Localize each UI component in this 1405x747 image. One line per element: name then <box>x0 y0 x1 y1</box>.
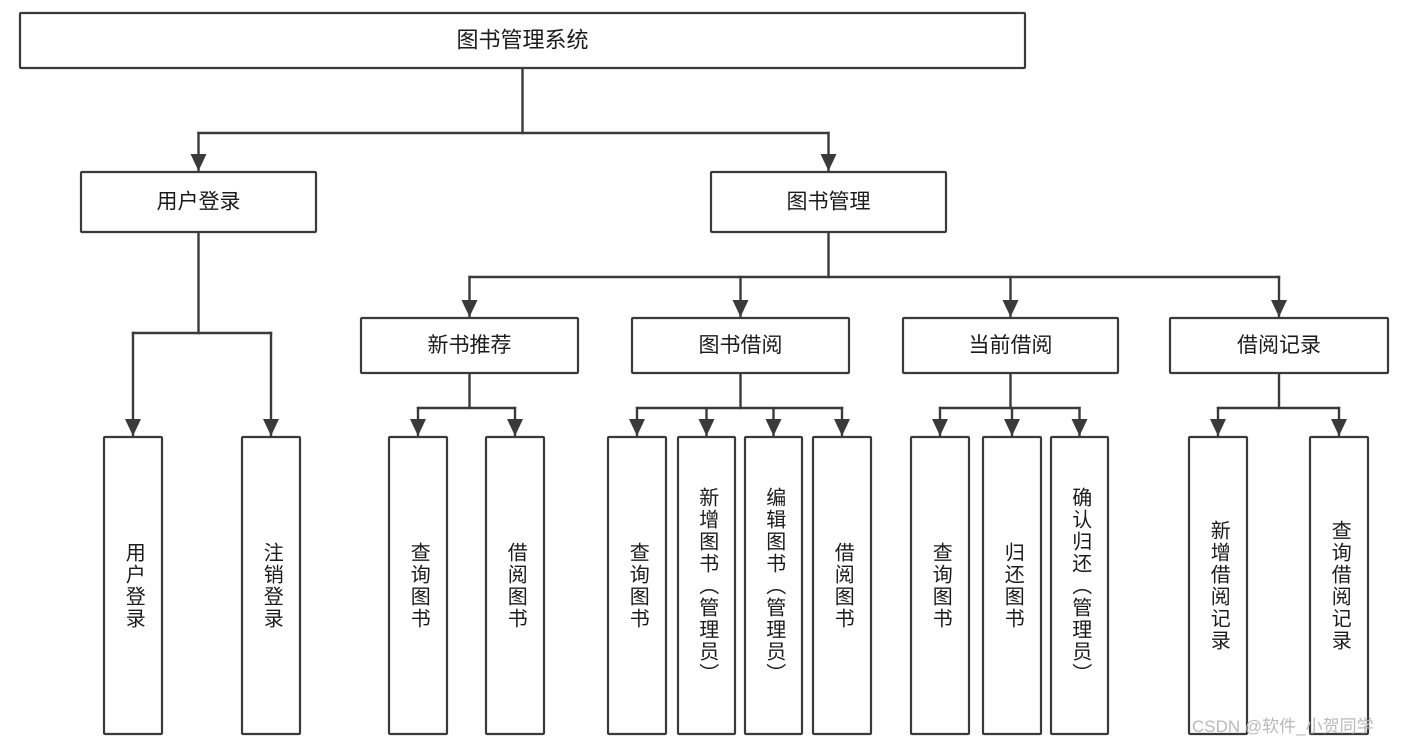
arrow-head-icon <box>461 300 478 317</box>
node-label-level2: 图书管理 <box>787 191 871 214</box>
arrow-head-icon <box>507 419 523 436</box>
node-label-level3: 图书借阅 <box>699 334 783 357</box>
node-box-leaf <box>811 435 873 736</box>
watermark-text: CSDN @软件_小贺同学 <box>1192 717 1374 736</box>
arrow-head-icon <box>125 419 141 436</box>
node-box-leaf <box>606 435 668 736</box>
arrow-head-icon <box>765 419 782 436</box>
node-box-level3 <box>1168 316 1390 375</box>
arrow-head-icon <box>1004 419 1020 436</box>
arrow-head-icon <box>1271 300 1287 317</box>
node-box-level3 <box>359 316 580 375</box>
node-box-leaf <box>1049 435 1110 736</box>
node-box-leaf <box>484 435 546 736</box>
node-box-root <box>18 11 1027 70</box>
node-label-level2: 用户登录 <box>157 191 241 214</box>
node-label-level3: 新书推荐 <box>428 334 512 357</box>
arrow-head-icon <box>410 419 426 436</box>
arrow-head-icon <box>263 419 279 436</box>
node-label-root: 图书管理系统 <box>456 27 588 52</box>
arrow-head-icon <box>1331 419 1347 436</box>
node-label-level3: 当前借阅 <box>969 334 1053 357</box>
arrow-head-icon <box>1002 300 1019 317</box>
node-box-leaf <box>743 435 804 736</box>
arrow-head-icon <box>820 154 837 171</box>
node-box-leaf <box>240 435 302 736</box>
node-box-leaf <box>909 435 971 736</box>
node-box-leaf <box>1187 435 1249 736</box>
node-boxes-layer <box>18 11 1390 736</box>
arrow-head-icon <box>190 154 207 171</box>
arrow-head-icon <box>932 419 948 436</box>
node-box-level2 <box>709 170 948 234</box>
arrow-head-icon <box>732 300 749 317</box>
arrow-head-icon <box>698 419 715 436</box>
node-box-level2 <box>79 170 318 234</box>
node-box-level3 <box>630 316 851 375</box>
arrow-head-icon <box>1071 419 1088 436</box>
node-box-leaf <box>387 435 449 736</box>
node-box-level3 <box>901 316 1120 375</box>
node-box-leaf <box>1308 435 1370 736</box>
arrow-head-icon <box>834 419 850 436</box>
arrow-head-icon <box>629 419 645 436</box>
arrow-head-icon <box>1210 419 1226 436</box>
node-label-level3: 借阅记录 <box>1237 334 1321 357</box>
node-box-leaf <box>981 435 1043 736</box>
node-box-leaf <box>676 435 737 736</box>
node-box-leaf <box>102 435 164 736</box>
connectors-layer <box>125 66 1347 437</box>
